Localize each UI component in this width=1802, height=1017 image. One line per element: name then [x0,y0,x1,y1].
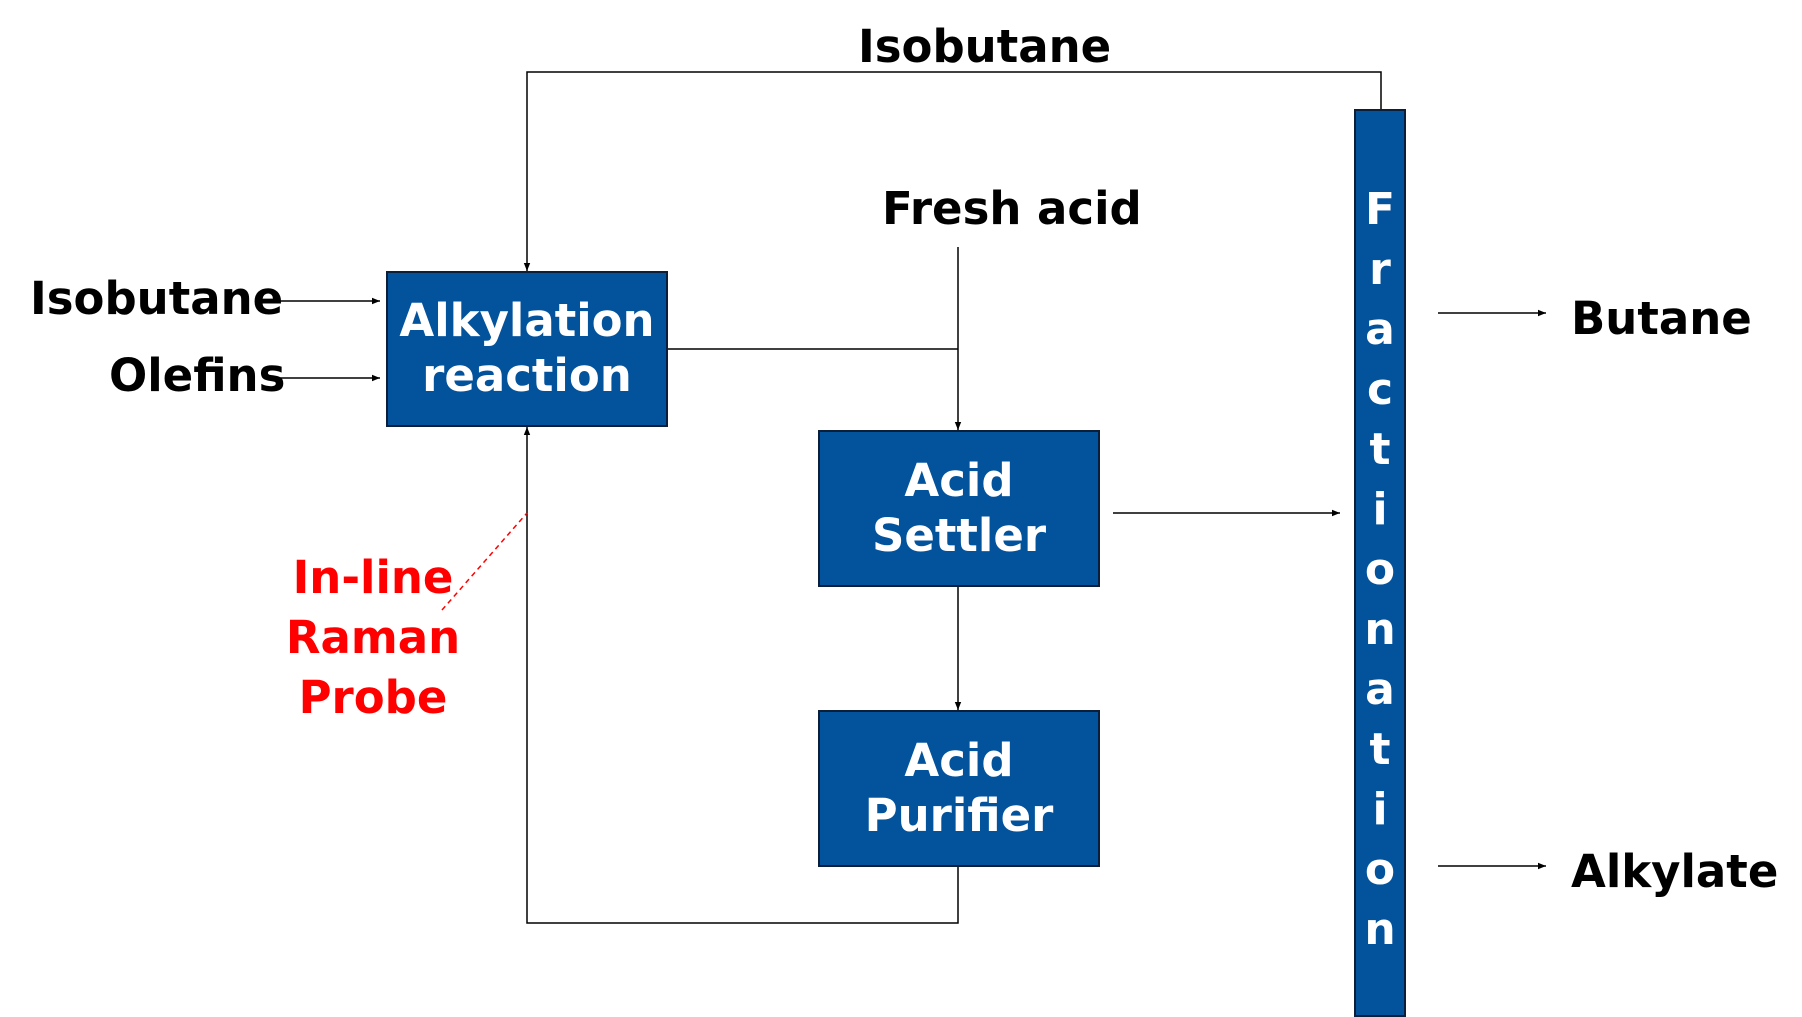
fractionation-letter: t [1369,724,1391,775]
purifier-box-line2: Purifier [864,788,1054,842]
fractionation-letter: n [1364,604,1396,655]
alkylate-label: Alkylate [1571,845,1779,898]
butane-label: Butane [1571,292,1752,345]
fresh-acid-label: Fresh acid [882,182,1142,235]
top-isobutane-label: Isobutane [858,20,1112,73]
alkylation-box-line2: reaction [422,349,632,402]
acid-settler-box: Acid Settler [818,430,1100,587]
fractionation-letter: t [1369,424,1391,475]
isobutane-recycle-line [523,71,1382,271]
left-isobutane-label: Isobutane [30,272,284,325]
alkylation-reaction-box: Alkylation reaction [386,271,668,427]
acid-purifier-box: Acid Purifier [818,710,1100,867]
raman-probe-pointer [441,512,528,611]
fractionation-letter: i [1372,484,1388,535]
probe-line3: Probe [298,671,448,724]
fractionation-letter: o [1364,844,1396,895]
fractionation-letter: c [1366,364,1394,415]
purifier-recycle-line [523,427,959,924]
fractionation-letter: o [1364,544,1396,595]
raman-probe-label: In-line Raman Probe [270,548,476,728]
fractionation-letter: r [1369,244,1391,295]
fractionation-letter: n [1364,904,1396,955]
fractionation-letter: a [1365,664,1395,715]
fractionation-label: F r a c t i o n a t i o n [1354,180,1406,960]
probe-line2: Raman [285,611,461,664]
settler-box-line1: Acid [904,453,1014,507]
alkylation-box-line1: Alkylation [399,294,655,348]
olefins-label: Olefins [109,349,286,402]
settler-box-line2: Settler [871,508,1047,562]
fractionation-column [1354,109,1406,1017]
fractionation-letter: a [1365,304,1395,355]
fractionation-letter: F [1364,184,1396,235]
purifier-box-line1: Acid [904,733,1014,787]
probe-line1: In-line [292,551,454,604]
fractionation-letter: i [1372,784,1388,835]
